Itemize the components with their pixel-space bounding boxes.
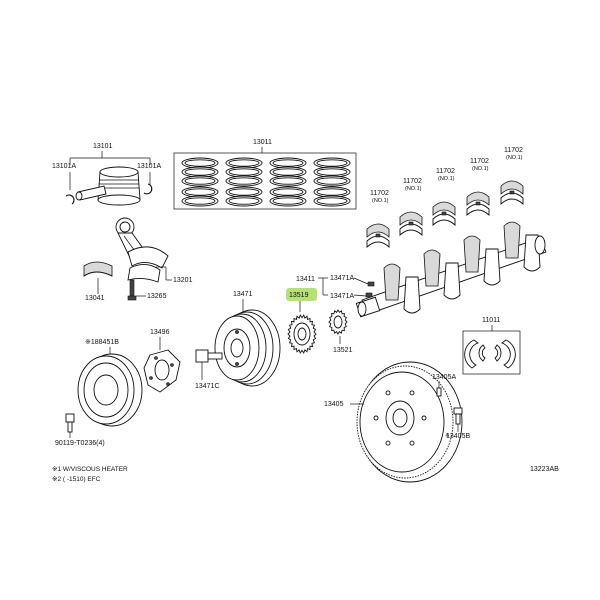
label-ring-set[interactable]: 13011 — [253, 139, 272, 146]
label-pulley[interactable]: 13471 — [233, 291, 253, 298]
thrust-washer-set: 11011 — [462, 317, 521, 375]
damper-plate: 13496 — [143, 329, 181, 393]
label-pulley-bolt[interactable]: 13471C — [195, 383, 220, 390]
label-key-a[interactable]: 13471A — [330, 275, 354, 282]
label-viscous-pulley[interactable]: ※188451B — [85, 339, 119, 346]
label-flywheel-bolt[interactable]: 13405B — [446, 433, 470, 440]
label-flywheel-pin[interactable]: 13405A — [432, 374, 456, 381]
snap-ring-right-icon — [143, 183, 153, 195]
piston-ring-stack — [313, 157, 351, 207]
crank-sprocket: 13521 — [328, 309, 353, 354]
label-snap-ring-left[interactable]: 13101A — [52, 163, 76, 170]
main-bearing-pair: 11702(NO.1) — [399, 178, 423, 237]
label-main-bearing-no: (NO.1) — [372, 198, 389, 204]
label-main-bearing-no: (NO.1) — [506, 155, 523, 161]
note-efc: ※2 ( -1510) EFC — [52, 476, 101, 483]
label-crank-timing-gear[interactable]: 13519 — [289, 292, 309, 299]
label-main-bearing[interactable]: 11702 — [436, 168, 455, 175]
label-main-bearing-no: (NO.1) — [438, 176, 455, 182]
flywheel: 13405 13405A 13405B ※ — [324, 361, 470, 483]
label-snap-ring-right[interactable]: 13101A — [137, 163, 161, 170]
piston-assembly: 13101 13101A 13101A — [52, 143, 161, 206]
main-bearing-pair: 11702(NO.1) — [432, 168, 456, 227]
main-bearing-set: 11702(NO.1)11702(NO.1)11702(NO.1)11702(N… — [366, 147, 524, 249]
piston-ring-stack — [225, 157, 263, 207]
label-key-b[interactable]: 13471A — [330, 293, 354, 300]
crank-pulley: 13471 — [214, 291, 281, 387]
label-damper-plate[interactable]: 13496 — [150, 329, 170, 336]
crank-timing-gear[interactable]: 13519 — [286, 288, 317, 354]
snap-ring-left-icon — [65, 194, 75, 205]
label-piston-set[interactable]: 13101 — [93, 143, 113, 150]
crankshaft: 13411 13471A 13471A — [296, 221, 547, 318]
label-crank-sprocket[interactable]: 13521 — [333, 347, 353, 354]
label-flywheel[interactable]: 13405 — [324, 401, 344, 408]
label-crankshaft[interactable]: 13411 — [296, 276, 315, 283]
main-bearing-pair: 11702(NO.1) — [466, 158, 490, 217]
highlight-marker — [286, 288, 317, 301]
svg-text:※: ※ — [445, 432, 450, 439]
main-bearing-pair: 11702(NO.1) — [366, 190, 390, 249]
label-main-bearing-no: (NO.1) — [472, 166, 489, 172]
label-rod-bolt[interactable]: 13265 — [147, 293, 167, 300]
connecting-rod-assembly: 13041 13201 13265 — [83, 217, 193, 302]
label-rod-bearing[interactable]: 13041 — [85, 295, 105, 302]
label-main-bearing-no: (NO.1) — [405, 186, 422, 192]
main-bearing-pair: 11702(NO.1) — [500, 147, 524, 206]
label-main-bearing[interactable]: 11702 — [403, 178, 422, 185]
note-viscous-heater: ※1 W/VISCOUS HEATER — [52, 466, 128, 473]
piston-ring-stack — [269, 157, 307, 207]
label-con-rod[interactable]: 13201 — [173, 277, 193, 284]
label-main-bearing[interactable]: 11702 — [504, 147, 523, 154]
label-main-bearing[interactable]: 11702 — [470, 158, 489, 165]
label-main-bearing[interactable]: 11702 — [370, 190, 389, 197]
viscous-heater-pulley: ※188451B 90119-T0236(4) — [55, 339, 143, 447]
piston-ring-stack — [181, 157, 219, 207]
pulley-bolt: 13471C — [195, 349, 223, 390]
label-thrust-washer[interactable]: 11011 — [482, 317, 501, 324]
piston-ring-set: 13011 — [173, 139, 357, 210]
diagram-id: 13223AB — [530, 466, 559, 473]
label-viscous-bolt[interactable]: 90119-T0236(4) — [55, 440, 105, 447]
